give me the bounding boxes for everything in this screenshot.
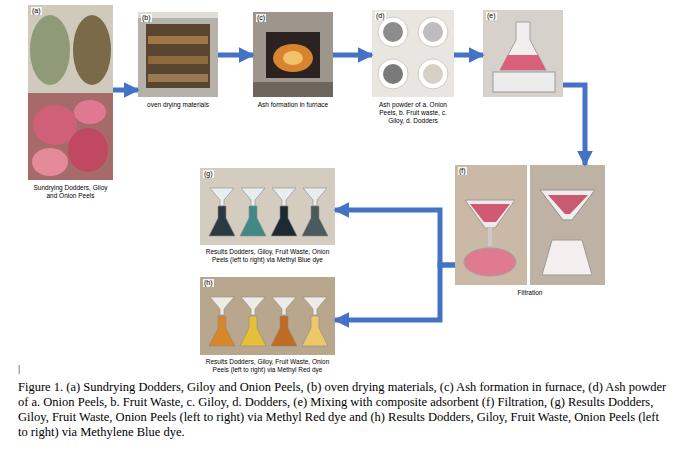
result-flask — [302, 206, 328, 236]
ash-powder — [383, 22, 403, 42]
photo-background — [372, 10, 454, 97]
furnace-opening — [266, 32, 320, 78]
figure-caption: Figure 1. (a) Sundrying Dodders, Giloy a… — [18, 380, 668, 440]
furnace-base — [253, 82, 333, 97]
funnel — [303, 188, 327, 206]
photo-panel: (c) Ash formation in furnace — [253, 12, 333, 109]
panel-letter: (c) — [256, 14, 266, 22]
oven-tray — [148, 36, 208, 44]
funnel — [241, 297, 265, 315]
ash-plate — [378, 17, 408, 47]
funnel — [210, 188, 234, 206]
ash-powder — [423, 22, 443, 42]
panel-letter: (h) — [203, 279, 214, 287]
ash-powder — [423, 64, 443, 84]
panel-caption: Results Dodders, Giloy, Fruit Waste, Oni… — [200, 358, 335, 374]
result-flask — [240, 316, 266, 346]
photo-background — [530, 165, 605, 285]
photo-a — [28, 5, 113, 180]
funnel — [210, 297, 234, 315]
furnace-glow — [283, 51, 303, 65]
photo-f — [455, 165, 605, 285]
photo-background — [28, 5, 113, 93]
flask — [464, 248, 516, 276]
result-flask — [240, 206, 266, 236]
funnel-stem — [488, 228, 492, 246]
panel-caption: Filtration — [455, 289, 605, 297]
flow-arrow — [335, 210, 455, 265]
result-flask — [302, 316, 328, 346]
flask — [542, 240, 592, 275]
oven-tray — [148, 56, 208, 64]
photo-c — [253, 12, 333, 97]
photo-g — [200, 168, 335, 245]
photo-background — [200, 168, 335, 245]
flow-arrow — [454, 53, 483, 58]
flow-arrow — [113, 88, 138, 93]
panel-caption: Sundrying Dodders, Giloy and Onion Peels — [28, 184, 113, 200]
photo-background — [483, 10, 563, 97]
panel-caption: Results Dodders, Giloy, Fruit Waste, Oni… — [200, 248, 335, 264]
ash-plate — [418, 17, 448, 47]
photo-background — [200, 277, 335, 355]
panel-caption: Ash powder of a. Onion Peels, b. Fruit w… — [372, 101, 454, 124]
photo-panel: (d) Ash powder of a. Onion Peels, b. Frui… — [372, 10, 454, 124]
oven-interior — [146, 24, 210, 88]
funnel — [465, 200, 515, 228]
oven-body — [138, 12, 218, 97]
photo-panel: (e) — [483, 10, 563, 98]
flow-arrow — [563, 85, 585, 165]
funnel — [272, 297, 296, 315]
photo-panel: (f) Filtration — [455, 165, 605, 297]
photo-d — [372, 10, 454, 97]
result-flask — [271, 206, 297, 236]
flask — [500, 22, 546, 70]
dye-solution — [500, 55, 546, 70]
ash-powder — [383, 64, 403, 84]
stirrer-plate — [493, 72, 555, 92]
panel-letter: (d) — [375, 12, 386, 20]
photo-panel: (g) Results Dodders, Giloy, Fruit Waste, … — [200, 168, 335, 264]
onion-peel — [68, 128, 108, 172]
flow-arrow — [335, 265, 455, 320]
photo-h — [200, 277, 335, 355]
funnel — [540, 190, 595, 220]
result-flask — [271, 316, 297, 346]
photo-panel: (h) Results Dodders, Giloy, Fruit Waste, … — [200, 277, 335, 374]
onion-peel — [32, 148, 68, 176]
dried-plant-pile — [73, 15, 111, 85]
panel-caption: Ash formation in furnace — [253, 101, 333, 109]
result-flask — [209, 206, 235, 236]
cursor-mark: | — [18, 362, 20, 374]
photo-panel: (a) Sundrying Dodders, Giloy and Onion Pe… — [28, 5, 113, 200]
furnace-body — [253, 12, 333, 97]
flow-arrow — [218, 53, 253, 58]
panel-letter: (g) — [203, 170, 214, 178]
dye-solution — [470, 204, 510, 222]
dried-plant-pile — [30, 15, 70, 85]
photo-e — [483, 10, 563, 97]
panel-letter: (b) — [141, 14, 152, 22]
ash-plate — [418, 59, 448, 89]
result-flask — [209, 316, 235, 346]
photo-b — [138, 12, 218, 97]
funnel — [303, 297, 327, 315]
oven-tray — [148, 74, 208, 82]
onion-peel — [33, 105, 77, 145]
photo-background — [455, 165, 527, 285]
photo-panel: (b) oven drying materials — [138, 12, 218, 109]
funnel — [241, 188, 265, 206]
funnel — [272, 188, 296, 206]
photo-background — [28, 93, 113, 180]
panel-letter: (a) — [31, 7, 42, 15]
panel-letter: (f) — [458, 167, 467, 175]
panel-caption: oven drying materials — [138, 101, 218, 109]
ash-plate — [378, 59, 408, 89]
dye-solution — [548, 195, 588, 214]
flow-arrow — [333, 53, 372, 58]
onion-peel — [74, 100, 106, 124]
furnace-glow — [273, 44, 313, 72]
panel-letter: (e) — [486, 12, 497, 20]
